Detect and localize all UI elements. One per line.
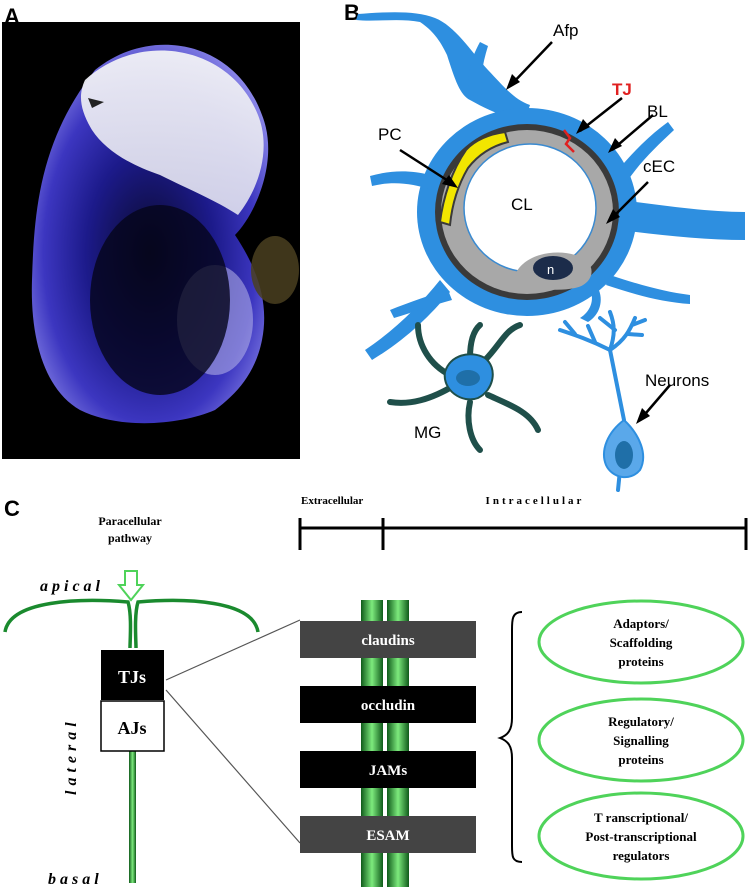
microglia [387, 322, 541, 453]
category-regulatory-line-1: Regulatory/ [608, 714, 674, 729]
paracellular-arrow [116, 570, 146, 602]
paracellular-line-2: pathway [108, 531, 152, 545]
protein-label-occludin: occludin [361, 698, 416, 714]
label-tj: TJ [612, 80, 632, 99]
label-afp: Afp [553, 21, 579, 40]
panel-a: A [2, 4, 300, 459]
panel-label-c: C [4, 496, 20, 521]
pericyte [438, 130, 510, 227]
nucleus [533, 256, 573, 280]
category-adaptors-line-1: Adaptors/ [613, 616, 669, 631]
panel-b: B n [344, 0, 745, 492]
category-transcriptional-line-3: regulators [613, 848, 670, 863]
label-lateral: lateral [63, 717, 80, 795]
label-extracellular: Extracellular [301, 495, 363, 507]
embryo-dark-core [90, 205, 230, 395]
category-adaptors-line-3: proteins [618, 654, 663, 669]
protein-bars: claudins occludin JAMs ESAM [300, 621, 476, 853]
yolk-sac [251, 236, 299, 304]
category-regulatory-line-3: proteins [618, 752, 663, 767]
label-pc: PC [378, 125, 402, 144]
label-intracellular: Intracellular [486, 495, 585, 507]
panel-label-b: B [344, 0, 360, 25]
category-ellipse-adaptors [537, 599, 745, 685]
category-transcriptional-line-1: T ranscriptional/ [594, 810, 688, 825]
category-regulatory-line-2: Signalling [613, 733, 669, 748]
embryo-head [80, 50, 264, 216]
label-cl: CL [511, 195, 533, 214]
protein-bar-esam [300, 816, 476, 853]
tjs-box [101, 650, 164, 700]
protein-bar-jams [300, 751, 476, 788]
panel-c: C Paracellular pathway apical lateral ba… [3, 495, 748, 888]
neuron [558, 310, 647, 492]
tjs-label: TJs [118, 667, 146, 687]
membrane-strand-2 [387, 600, 409, 887]
zoom-line-top [165, 619, 301, 681]
protein-bar-claudins [300, 621, 476, 658]
category-ellipses: Adaptors/ Scaffolding proteins Regulator… [537, 599, 745, 881]
curly-brace [497, 611, 523, 863]
zoom-line-bottom [165, 689, 301, 844]
panel-b-arrowheads [442, 74, 650, 424]
protein-label-jams: JAMs [369, 763, 407, 779]
protein-label-claudins: claudins [361, 633, 415, 649]
compartment-scale [298, 518, 748, 550]
label-n: n [547, 262, 554, 277]
ajs-box [100, 700, 165, 752]
label-apical: apical [40, 578, 104, 595]
paracellular-line-1: Paracellular [98, 514, 162, 528]
label-neurons: Neurons [645, 371, 709, 390]
protein-label-esam: ESAM [366, 828, 409, 844]
apical-membrane-left [3, 598, 133, 649]
category-ellipse-transcriptional [537, 791, 745, 881]
label-bl: BL [647, 102, 668, 121]
label-cec: cEC [643, 157, 675, 176]
category-transcriptional-line-2: Post-transcriptional [585, 829, 697, 844]
ajs-label: AJs [117, 718, 146, 738]
tight-junction-mark [563, 129, 575, 153]
category-ellipse-regulatory [537, 697, 745, 783]
lateral-membrane [129, 735, 136, 883]
protein-bar-occludin [300, 686, 476, 723]
apical-membrane-right [133, 598, 260, 649]
label-basal: basal [48, 871, 103, 888]
category-adaptors-line-2: Scaffolding [610, 635, 673, 650]
label-mg: MG [414, 423, 441, 442]
membrane-strand-1 [361, 600, 383, 887]
arrowhead-marker [88, 98, 104, 108]
